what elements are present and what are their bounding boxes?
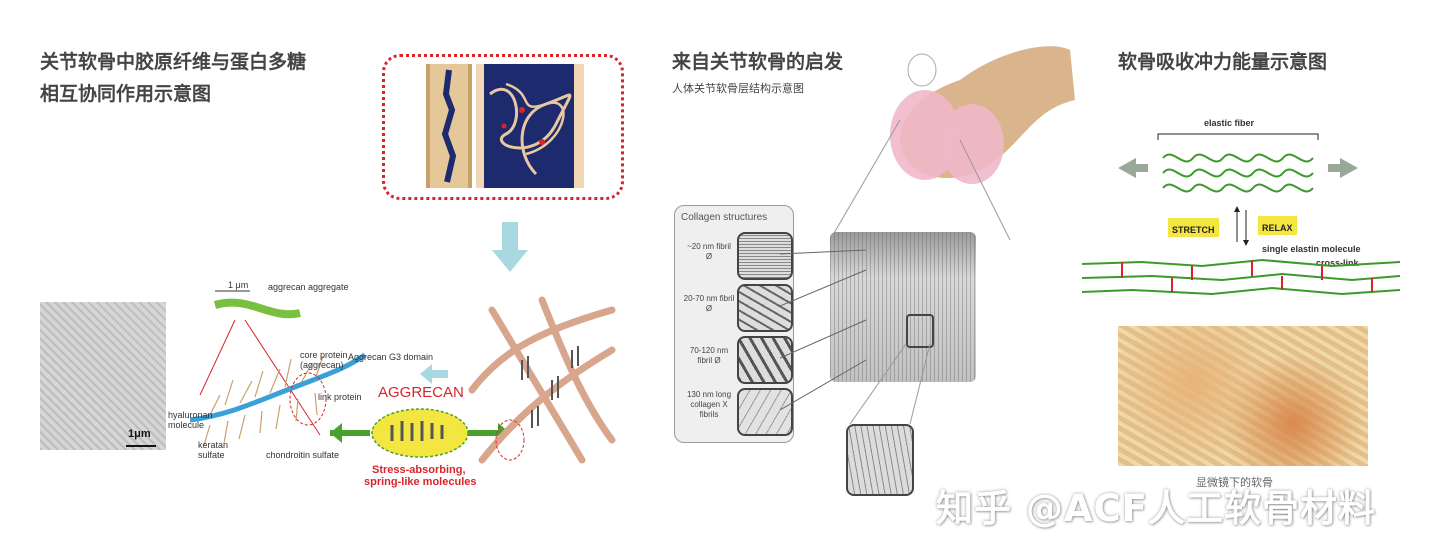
cross-link-label: cross-link	[1316, 258, 1359, 268]
aggrecan-aggregate-label: aggrecan aggregate	[268, 282, 349, 292]
collagen-item-label: 130 nm long collagen X fibrils	[686, 390, 732, 419]
micrograph-caption: 显微镜下的软骨	[1196, 476, 1273, 489]
stretch-relax-arrows	[1234, 206, 1249, 246]
left-arrow-icon	[420, 364, 448, 384]
stress-label-2: spring-like molecules	[364, 476, 477, 488]
collagen-network-illustration	[468, 296, 616, 464]
aggrecan-title: AGGRECAN	[378, 384, 464, 401]
zoom-guide-lines	[829, 119, 1011, 241]
collagen-structures-box: Collagen structures ~20 nm fibril Ø 20-7…	[674, 205, 794, 443]
collagen-pointer-lines	[780, 249, 867, 411]
watermark: 知乎 @ACF人工软骨材料	[936, 487, 1376, 530]
cartilage-micrograph	[1118, 326, 1368, 466]
collagen-item-image	[737, 336, 793, 384]
fibril-micrograph-right	[476, 64, 584, 188]
hyaluronan-label: hyaluronan molecule	[168, 410, 213, 430]
stretch-badge: STRETCH	[1168, 218, 1219, 237]
fibril-micrograph-left	[426, 64, 472, 188]
scale-bar	[126, 445, 156, 447]
collagen-item: 70-120 nm fibril Ø	[683, 336, 793, 384]
zoom-detail-lines	[849, 343, 931, 425]
relax-badge: RELAX	[1258, 216, 1297, 235]
scale-bar-label: 1μm	[128, 428, 151, 440]
scale-top-label: 1 μm	[228, 280, 249, 290]
elastin-molecule-illustration	[1082, 258, 1401, 296]
cartilage-layer-block	[830, 232, 976, 382]
collagen-item: 130 nm long collagen X fibrils	[683, 388, 793, 436]
elastic-fiber-illustration	[1118, 133, 1358, 193]
collagen-item-image	[737, 232, 793, 280]
collagen-item-label: 70-120 nm fibril Ø	[689, 346, 729, 365]
collagen-box-title: Collagen structures	[681, 212, 768, 223]
panel1-title-line1: 关节软骨中胶原纤维与蛋白多糖	[40, 51, 307, 73]
keratan-label: keratan sulfate	[198, 440, 229, 460]
collagen-item-label: 20-70 nm fibril Ø	[683, 294, 735, 313]
collagen-item-image	[737, 284, 793, 332]
knee-joint-illustration	[890, 46, 1075, 184]
collagen-fibril-image-frame	[382, 54, 624, 200]
down-arrow-icon	[492, 222, 528, 272]
panel3-title: 软骨吸收冲力能量示意图	[1118, 51, 1328, 73]
link-protein-label: link protein	[318, 392, 362, 402]
panel2-subtitle: 人体关节软骨层结构示意图	[672, 82, 804, 95]
chondroitin-label: chondroitin sulfate	[266, 450, 340, 460]
collagen-item: ~20 nm fibril Ø	[683, 232, 793, 280]
panel2-title: 来自关节软骨的启发	[672, 51, 844, 73]
collagen-item-label: ~20 nm fibril Ø	[687, 242, 731, 261]
core-protein-label: core protein (aggrecan)	[300, 350, 348, 370]
single-elastin-label: single elastin molecule	[1262, 244, 1361, 254]
aggrecan-schematic	[190, 290, 367, 446]
collagen-item: 20-70 nm fibril Ø	[683, 284, 793, 332]
aggrecan-micrograph	[40, 302, 166, 450]
stretch-label: STRETCH	[1172, 225, 1215, 235]
zoom-square	[906, 314, 934, 348]
zoom-detail	[846, 424, 914, 496]
panel1-title-line2: 相互协同作用示意图	[40, 83, 212, 105]
relax-label: RELAX	[1262, 223, 1293, 233]
elastic-fiber-label: elastic fiber	[1204, 118, 1255, 128]
stress-label-1: Stress-absorbing,	[372, 464, 466, 476]
g3-domain-label: Aggrecan G3 domain	[348, 352, 434, 362]
collagen-item-image	[737, 388, 793, 436]
